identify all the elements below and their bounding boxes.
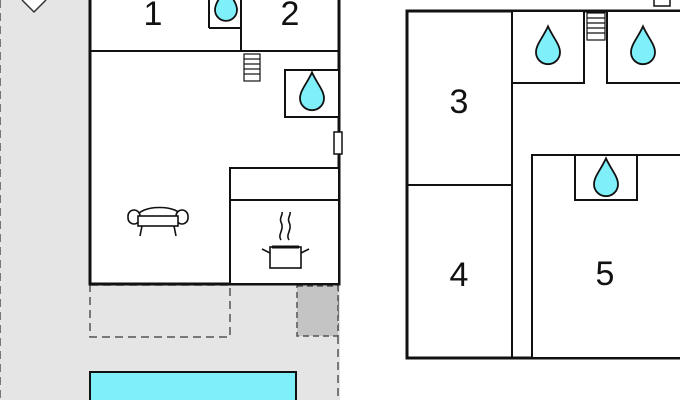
- room-number-5: 5: [596, 255, 615, 293]
- cooking-pot-icon: [261, 211, 310, 269]
- water-drop-icon: [630, 24, 656, 66]
- room-number-2: 2: [281, 0, 300, 33]
- water-drop-icon: [593, 156, 619, 198]
- room-number-3: 3: [450, 83, 469, 121]
- stairs-icon: [243, 53, 261, 82]
- water-drop-icon: [299, 70, 325, 112]
- window-icon: [653, 0, 671, 7]
- room-number-4: 4: [450, 256, 469, 294]
- stairs-icon: [586, 12, 606, 41]
- pool: [89, 371, 297, 400]
- water-drop-icon: [535, 24, 561, 66]
- sofa-icon: [127, 206, 189, 237]
- door-icon: [333, 131, 343, 155]
- ground-floor: [88, 0, 341, 286]
- upper-floor: [405, 9, 680, 360]
- compass-icon: [21, 0, 47, 14]
- shed: [296, 285, 339, 337]
- water-drop-icon: [214, 0, 238, 22]
- room-number-1: 1: [144, 0, 163, 33]
